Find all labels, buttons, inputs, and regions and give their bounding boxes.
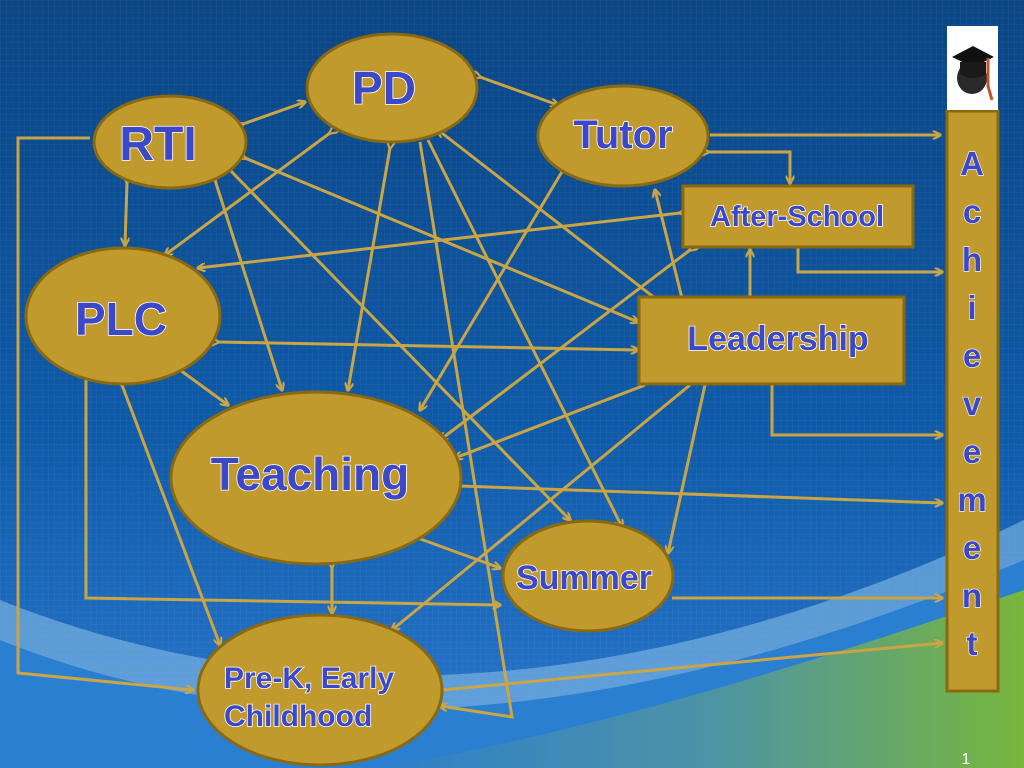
arrow-teaching-achievement xyxy=(459,484,942,503)
arrow-pd-tutor xyxy=(480,77,558,105)
node-summer-label: Summer xyxy=(516,559,652,597)
arrow-plc-summer xyxy=(84,380,500,605)
node-tutor-label: Tutor xyxy=(573,113,672,157)
node-rti-label: RTI xyxy=(119,118,196,171)
node-leadership-label: Leadership xyxy=(687,320,868,358)
achievement-letter: e xyxy=(963,433,981,470)
arrow-tutor-teaching xyxy=(420,170,563,410)
achievement-letter: n xyxy=(962,577,982,614)
achievement-letter: h xyxy=(962,241,982,278)
arrow-afterschool-plc xyxy=(198,213,680,268)
achievement-letter: t xyxy=(967,625,978,662)
node-teaching-label: Teaching xyxy=(211,448,410,500)
arrow-leadership-tutor xyxy=(655,190,684,299)
achievement-letter: m xyxy=(957,481,986,518)
node-rti: RTI xyxy=(92,94,248,190)
node-tutor: Tutor xyxy=(536,84,710,188)
achievement-letter: i xyxy=(967,289,976,326)
arrow-afterschool-achievement xyxy=(796,248,942,272)
node-summer: Summer xyxy=(501,519,675,633)
node-plc: PLC xyxy=(24,246,222,386)
arrow-plc-leadership xyxy=(218,342,638,350)
arrow-teaching-summer xyxy=(415,537,500,568)
node-after-school-label: After-School xyxy=(710,201,884,233)
node-teaching: Teaching xyxy=(169,390,463,566)
node-leadership: Leadership xyxy=(637,295,906,386)
connector-arrows xyxy=(16,77,942,719)
arrow-pd-teaching xyxy=(348,148,390,390)
achievement-letter: v xyxy=(963,385,982,422)
arrow-leadership-achievement xyxy=(770,385,942,435)
achievement-letter: c xyxy=(963,193,981,230)
node-pd: PD xyxy=(305,32,479,144)
arrow-rti-plc xyxy=(125,182,127,245)
page-number: 1 xyxy=(962,751,971,768)
arrow-afterschool-teaching xyxy=(440,250,690,440)
arrow-prek-achievement xyxy=(441,643,942,692)
arrow-rti-prek-loop xyxy=(16,136,193,690)
node-prek-label-line2: Childhood xyxy=(224,700,372,733)
achievement-letter: e xyxy=(963,337,981,374)
achievement-letter: A xyxy=(960,145,984,182)
graduation-cap-icon xyxy=(947,26,998,110)
arrow-leadership-summer xyxy=(668,384,707,553)
node-prek-label-line1: Pre-K, Early xyxy=(224,662,394,695)
achievement-letter: e xyxy=(963,529,981,566)
arrow-plc-prek xyxy=(122,385,220,645)
arrow-pd-rti xyxy=(243,102,305,124)
node-plc-label: PLC xyxy=(75,293,167,345)
node-pd-label: PD xyxy=(352,62,416,114)
node-prek: Pre-K, Early Childhood xyxy=(196,613,444,767)
arrow-plc-teaching xyxy=(180,370,228,405)
arrow-tutor-afterschool xyxy=(708,152,790,183)
node-after-school: After-School xyxy=(681,184,915,249)
